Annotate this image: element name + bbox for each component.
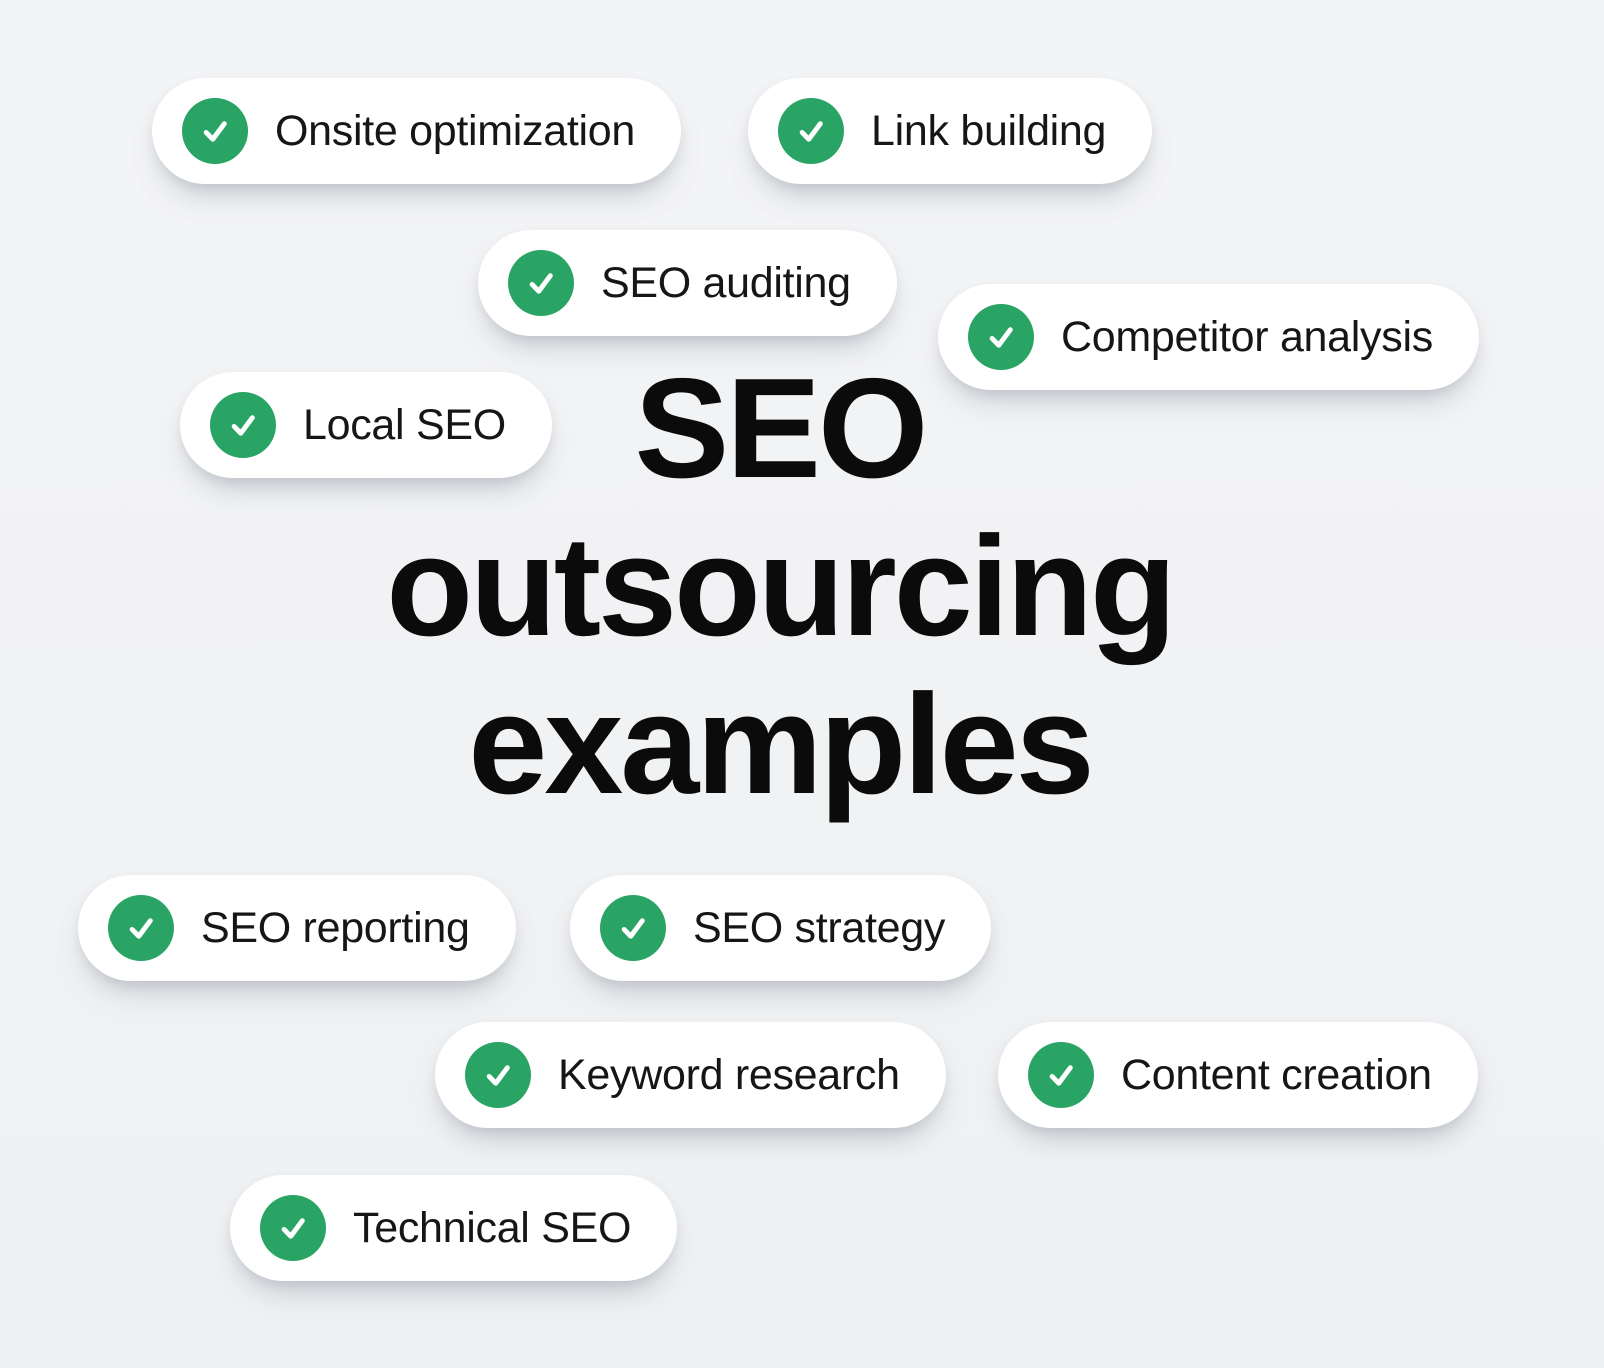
badge-label: Onsite optimization — [275, 106, 635, 155]
check-icon — [108, 895, 174, 961]
feature-badge-onsite-optimization: Onsite optimization — [152, 78, 681, 184]
badge-label: Link building — [871, 106, 1107, 155]
feature-badge-competitor-analysis: Competitor analysis — [938, 284, 1479, 390]
feature-badge-technical-seo: Technical SEO — [230, 1175, 678, 1281]
feature-badge-seo-strategy: SEO strategy — [570, 875, 992, 981]
badge-label: Keyword research — [558, 1050, 900, 1099]
feature-badge-keyword-research: Keyword research — [435, 1022, 946, 1128]
check-icon — [778, 98, 844, 164]
badge-label: Content creation — [1121, 1050, 1432, 1099]
feature-badge-seo-reporting: SEO reporting — [78, 875, 516, 981]
feature-badge-seo-auditing: SEO auditing — [478, 230, 897, 336]
badge-label: SEO reporting — [201, 903, 470, 952]
page-title-line: SEO — [634, 349, 929, 508]
check-icon — [1028, 1042, 1094, 1108]
badge-label: Competitor analysis — [1061, 312, 1433, 361]
badge-label: Technical SEO — [353, 1203, 632, 1252]
check-icon — [210, 392, 276, 458]
feature-badge-link-building: Link building — [748, 78, 1153, 184]
badge-label: SEO auditing — [601, 258, 851, 307]
page-title-line: examples — [468, 665, 1094, 824]
check-icon — [508, 250, 574, 316]
badge-label: SEO strategy — [693, 903, 946, 952]
feature-badge-content-creation: Content creation — [998, 1022, 1478, 1128]
page-title-line: outsourcing — [386, 507, 1176, 666]
check-icon — [260, 1195, 326, 1261]
check-icon — [182, 98, 248, 164]
check-icon — [465, 1042, 531, 1108]
badge-label: Local SEO — [303, 400, 506, 449]
feature-badge-local-seo: Local SEO — [180, 372, 552, 478]
page-title: SEO outsourcing examples — [0, 350, 1582, 824]
check-icon — [968, 304, 1034, 370]
check-icon — [600, 895, 666, 961]
